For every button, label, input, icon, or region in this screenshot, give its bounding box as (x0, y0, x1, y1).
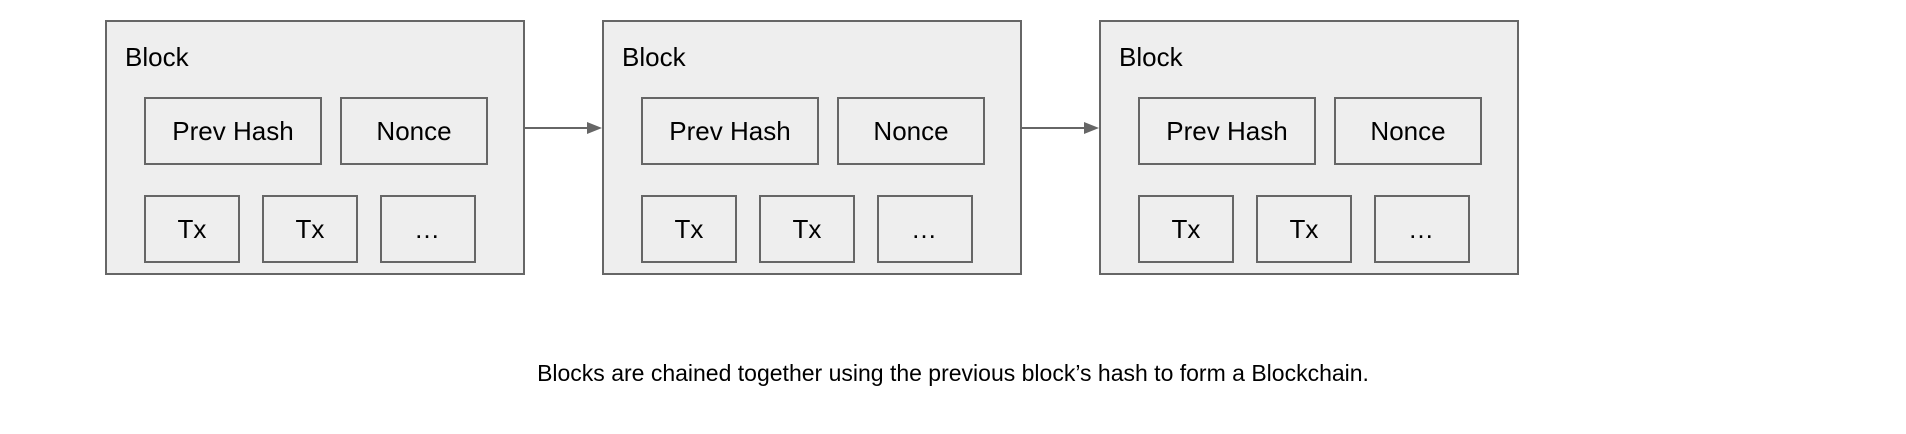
connector-2 (1022, 20, 1099, 275)
block-3-title: Block (1119, 42, 1183, 72)
block-2: Block Prev Hash Nonce Tx Tx … (602, 20, 1022, 275)
block-3-nonce-field: Nonce (1334, 97, 1482, 165)
block-1-nonce-field: Nonce (340, 97, 488, 165)
block-1-header-row: Prev Hash Nonce (144, 97, 488, 165)
block-2-tx-ellipsis: … (877, 195, 973, 263)
block-3: Block Prev Hash Nonce Tx Tx … (1099, 20, 1519, 275)
block-1-prev-hash-field: Prev Hash (144, 97, 322, 165)
block-3-header-row: Prev Hash Nonce (1138, 97, 1482, 165)
block-chain: Block Prev Hash Nonce Tx Tx … Block Prev… (105, 20, 1520, 275)
block-1-tx-2: Tx (262, 195, 358, 263)
block-3-tx-row: Tx Tx … (1138, 195, 1470, 263)
connector-1 (525, 20, 602, 275)
block-3-tx-ellipsis: … (1374, 195, 1470, 263)
block-3-tx-1: Tx (1138, 195, 1234, 263)
block-3-tx-2: Tx (1256, 195, 1352, 263)
block-1-tx-ellipsis: … (380, 195, 476, 263)
block-2-tx-2: Tx (759, 195, 855, 263)
block-1-tx-1: Tx (144, 195, 240, 263)
block-1-title: Block (125, 42, 189, 72)
block-2-header-row: Prev Hash Nonce (641, 97, 985, 165)
diagram-caption: Blocks are chained together using the pr… (537, 360, 1369, 386)
block-2-title: Block (622, 42, 686, 72)
block-2-tx-row: Tx Tx … (641, 195, 973, 263)
arrow-right-icon (1022, 122, 1099, 134)
block-2-tx-1: Tx (641, 195, 737, 263)
arrow-right-icon (525, 122, 602, 134)
block-3-prev-hash-field: Prev Hash (1138, 97, 1316, 165)
block-2-nonce-field: Nonce (837, 97, 985, 165)
block-1-tx-row: Tx Tx … (144, 195, 476, 263)
block-1: Block Prev Hash Nonce Tx Tx … (105, 20, 525, 275)
block-2-prev-hash-field: Prev Hash (641, 97, 819, 165)
